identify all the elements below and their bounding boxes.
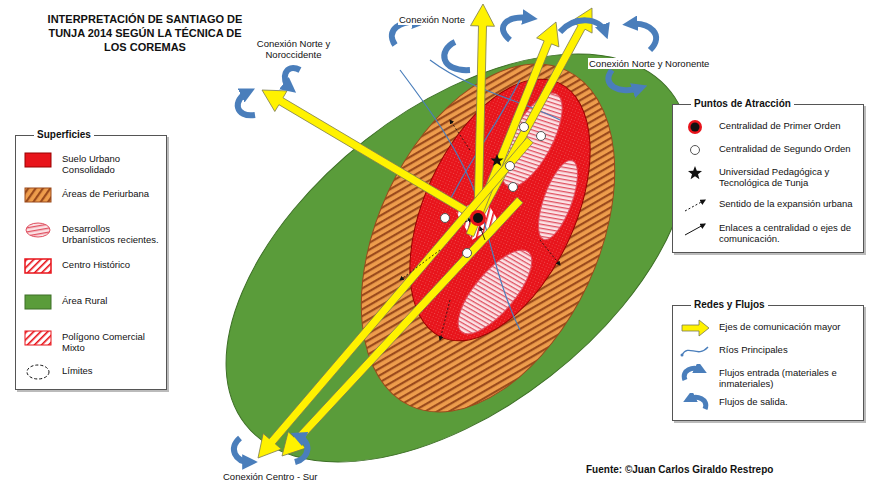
legend-text: Flujos entrada (materiales e inmateriale…: [719, 367, 859, 389]
legend-row: Universidad Pedagógica y Tecnológica de …: [679, 163, 859, 189]
map-label: Conexión Centro - Sur: [222, 471, 319, 482]
legend-text: Ríos Principales: [719, 344, 859, 355]
legend-row: Polígono Comercial Mixto: [22, 328, 162, 354]
legend-text: Área Rural: [62, 295, 162, 306]
legend-text: Sentido de la expansión urbana: [719, 198, 859, 209]
legend-swatch: [679, 364, 711, 384]
legend-swatch: [22, 150, 54, 170]
legend-row: Flujos de salida.: [679, 393, 859, 413]
legend-swatch: [679, 318, 711, 338]
legend-swatch: [22, 256, 54, 276]
panel-heading: Redes y Flujos: [691, 299, 768, 311]
legend-text: Áreas de Periurbana: [62, 188, 162, 199]
university-star: [491, 154, 504, 166]
legend-swatch: [22, 362, 54, 382]
legend-swatch: [679, 341, 711, 361]
legend-swatch: [679, 117, 711, 137]
legend-row: Centralidad de Segundo Orden: [679, 140, 859, 160]
legend-text: Centralidad de Segundo Orden: [719, 143, 859, 154]
legend-swatch: [22, 185, 54, 205]
legend-row: Ríos Principales: [679, 341, 859, 361]
flows: [234, 18, 656, 462]
legend-text: Ejes de comunicación mayor: [719, 321, 859, 332]
legend-row: Sentido de la expansión urbana: [679, 195, 859, 215]
legend-panel: Redes y FlujosEjes de comunicación mayor…: [672, 305, 864, 421]
first-order-centrality: [470, 210, 486, 226]
axis-arrow: [262, 90, 480, 221]
legend-swatch: [22, 328, 54, 348]
legend-row: Suelo Urbano Consolidado: [22, 150, 162, 176]
legend-text: Flujos de salida.: [719, 396, 859, 407]
legend-row: Centro Histórico: [22, 256, 162, 276]
legend-text: Centralidad de Primer Orden: [719, 120, 859, 131]
legend-text: Desarrollos Urbanísticos recientes.: [62, 223, 162, 245]
map-title: INTERPRETACIÓN DE SANTIAGO DE TUNJA 2014…: [40, 12, 250, 54]
legend-text: Universidad Pedagógica y Tecnológica de …: [719, 166, 859, 188]
legend-row: Desarrollos Urbanísticos recientes.: [22, 220, 162, 246]
map-label: Fuente: ©Juan Carlos Giraldo Restrepo: [585, 464, 774, 475]
legend-swatch: [679, 163, 711, 183]
map-label: Conexión Norte y Noroccidente: [235, 38, 352, 60]
legend-swatch: [679, 393, 711, 413]
legend-swatch: [679, 195, 711, 215]
panel-heading: Puntos de Atracción: [691, 98, 794, 110]
legend-text: Límites: [62, 365, 162, 376]
map-label: Conexión Norte: [398, 14, 466, 25]
map-label: Conexión Norte y Noronente: [588, 58, 710, 69]
axis-arrow: [282, 197, 523, 456]
second-order-centralities: [441, 123, 546, 258]
axis-arrow: [258, 137, 533, 458]
legend-row: Área Rural: [22, 292, 162, 312]
legend-row: Flujos entrada (materiales e inmateriale…: [679, 364, 859, 390]
legend-row: Áreas de Periurbana: [22, 185, 162, 205]
legend-text: Enlaces a centralidad o ejes de comunica…: [719, 222, 859, 244]
legend-swatch: [22, 292, 54, 312]
legend-row: Centralidad de Primer Orden: [679, 117, 859, 137]
panel-heading: Superficies: [34, 129, 94, 141]
legend-panel: Puntos de AtracciónCentralidad de Primer…: [672, 104, 864, 253]
legend-swatch: [679, 140, 711, 160]
legend-text: Suelo Urbano Consolidado: [62, 153, 162, 175]
legend-swatch: [22, 220, 54, 240]
legend-text: Centro Histórico: [62, 259, 162, 270]
legend-panel: SuperficiesSuelo Urbano ConsolidadoÁreas…: [15, 135, 167, 390]
communication-axes: [258, 4, 592, 458]
legend-row: Ejes de comunicación mayor: [679, 318, 859, 338]
legend-swatch: [679, 219, 711, 239]
legend-row: Límites: [22, 362, 162, 382]
legend-text: Polígono Comercial Mixto: [62, 331, 162, 353]
legend-row: Enlaces a centralidad o ejes de comunica…: [679, 219, 859, 245]
expansion-arrows: [400, 120, 560, 340]
